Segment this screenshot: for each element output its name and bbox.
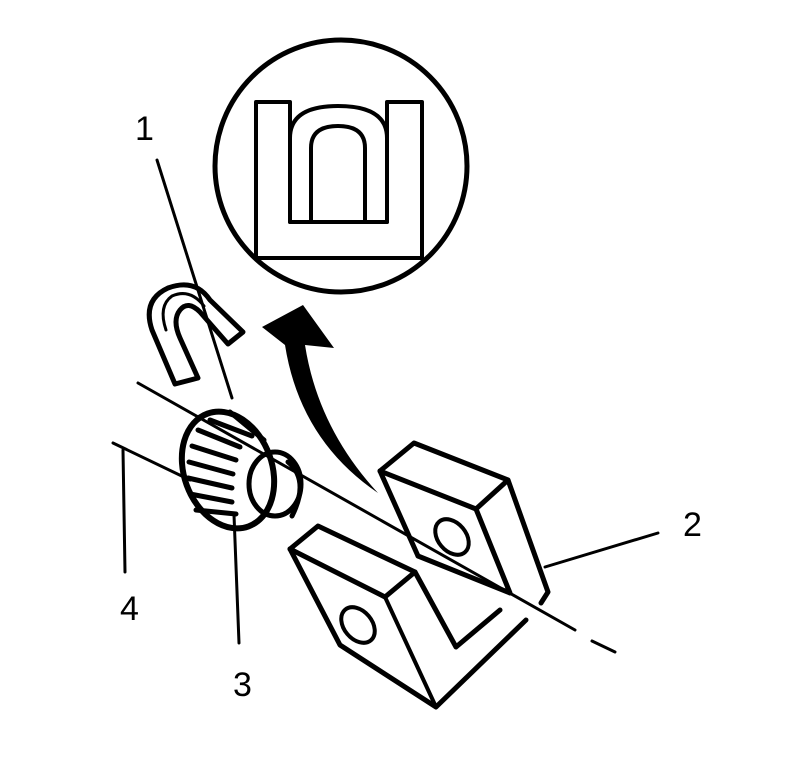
- inset-detail: [212, 37, 470, 295]
- leader-line-2: [543, 531, 660, 569]
- leader-line-3: [232, 513, 241, 645]
- gear: [178, 408, 304, 532]
- curved-arrow: [262, 305, 378, 493]
- housing-bracket: [287, 440, 551, 710]
- callout-1: 1: [135, 110, 154, 148]
- callout-3: 3: [233, 666, 252, 704]
- leader-line-4: [111, 441, 192, 482]
- callout-4: 4: [120, 590, 139, 628]
- callout-2: 2: [683, 506, 702, 544]
- leader-line-1: [155, 158, 234, 400]
- retaining-clip: [146, 282, 246, 387]
